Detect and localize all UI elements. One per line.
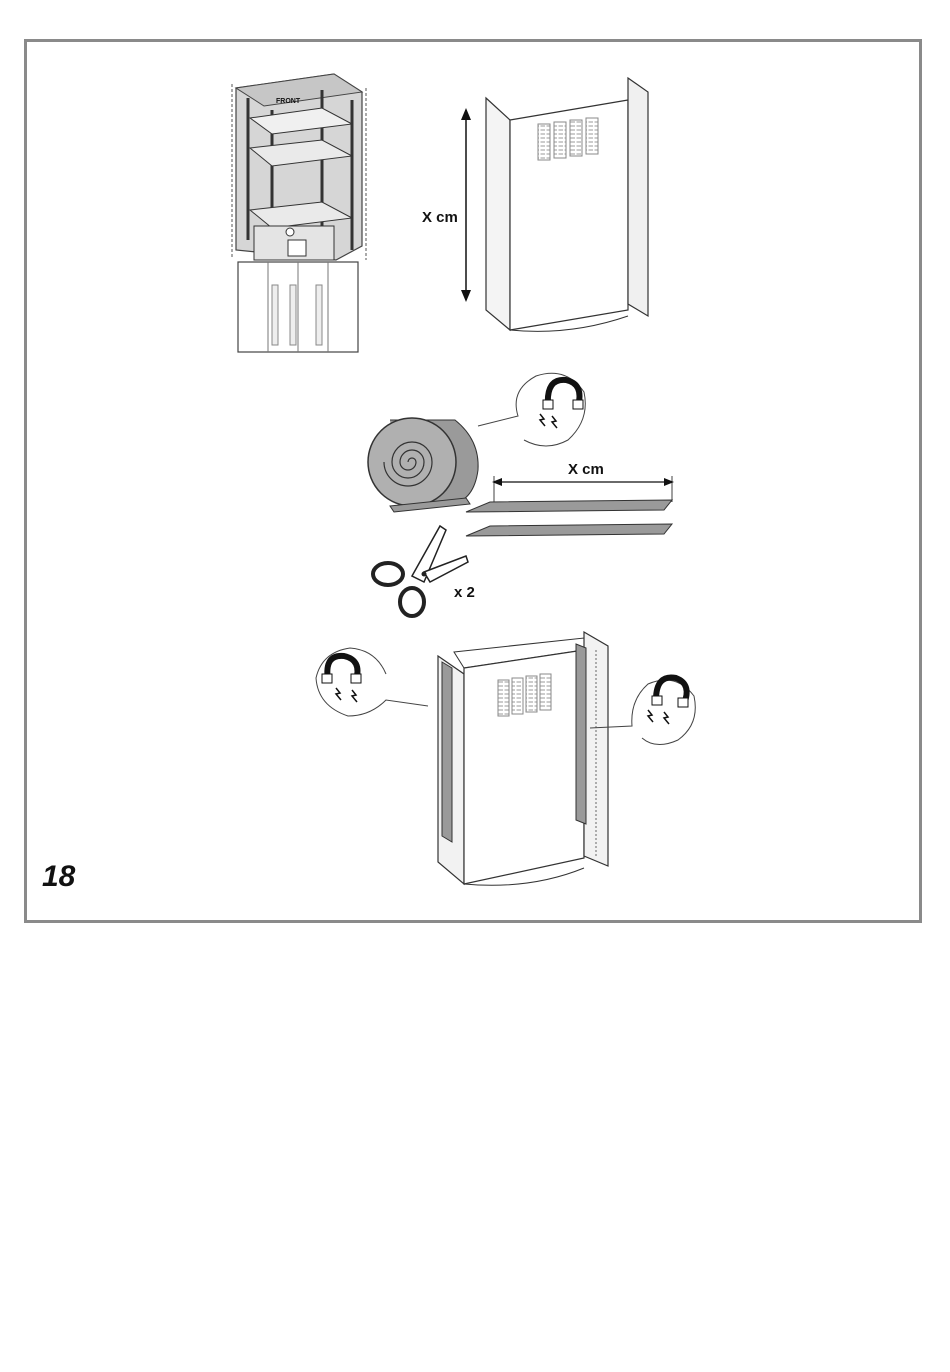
scissors-icon: x 2 bbox=[373, 526, 475, 616]
magnet-callout-left bbox=[316, 648, 428, 716]
frame-label: FRONT bbox=[276, 98, 301, 105]
magnetic-roll bbox=[368, 418, 478, 512]
magnet-icon bbox=[540, 380, 583, 428]
page-number: 18 bbox=[42, 862, 75, 892]
strip-length-label: X cm bbox=[568, 461, 604, 478]
magnet-icon bbox=[322, 656, 361, 702]
magnet-callout-middle bbox=[478, 373, 585, 446]
magnet-icon bbox=[648, 677, 688, 724]
cut-strips: X cm bbox=[466, 461, 674, 536]
height-dimension-label: X cm bbox=[422, 209, 458, 226]
chimney-panel-top: X cm bbox=[422, 78, 648, 331]
quantity-label: x 2 bbox=[454, 584, 475, 601]
frame-tower: FRONT bbox=[232, 74, 366, 352]
chimney-panel-bottom bbox=[438, 632, 608, 885]
